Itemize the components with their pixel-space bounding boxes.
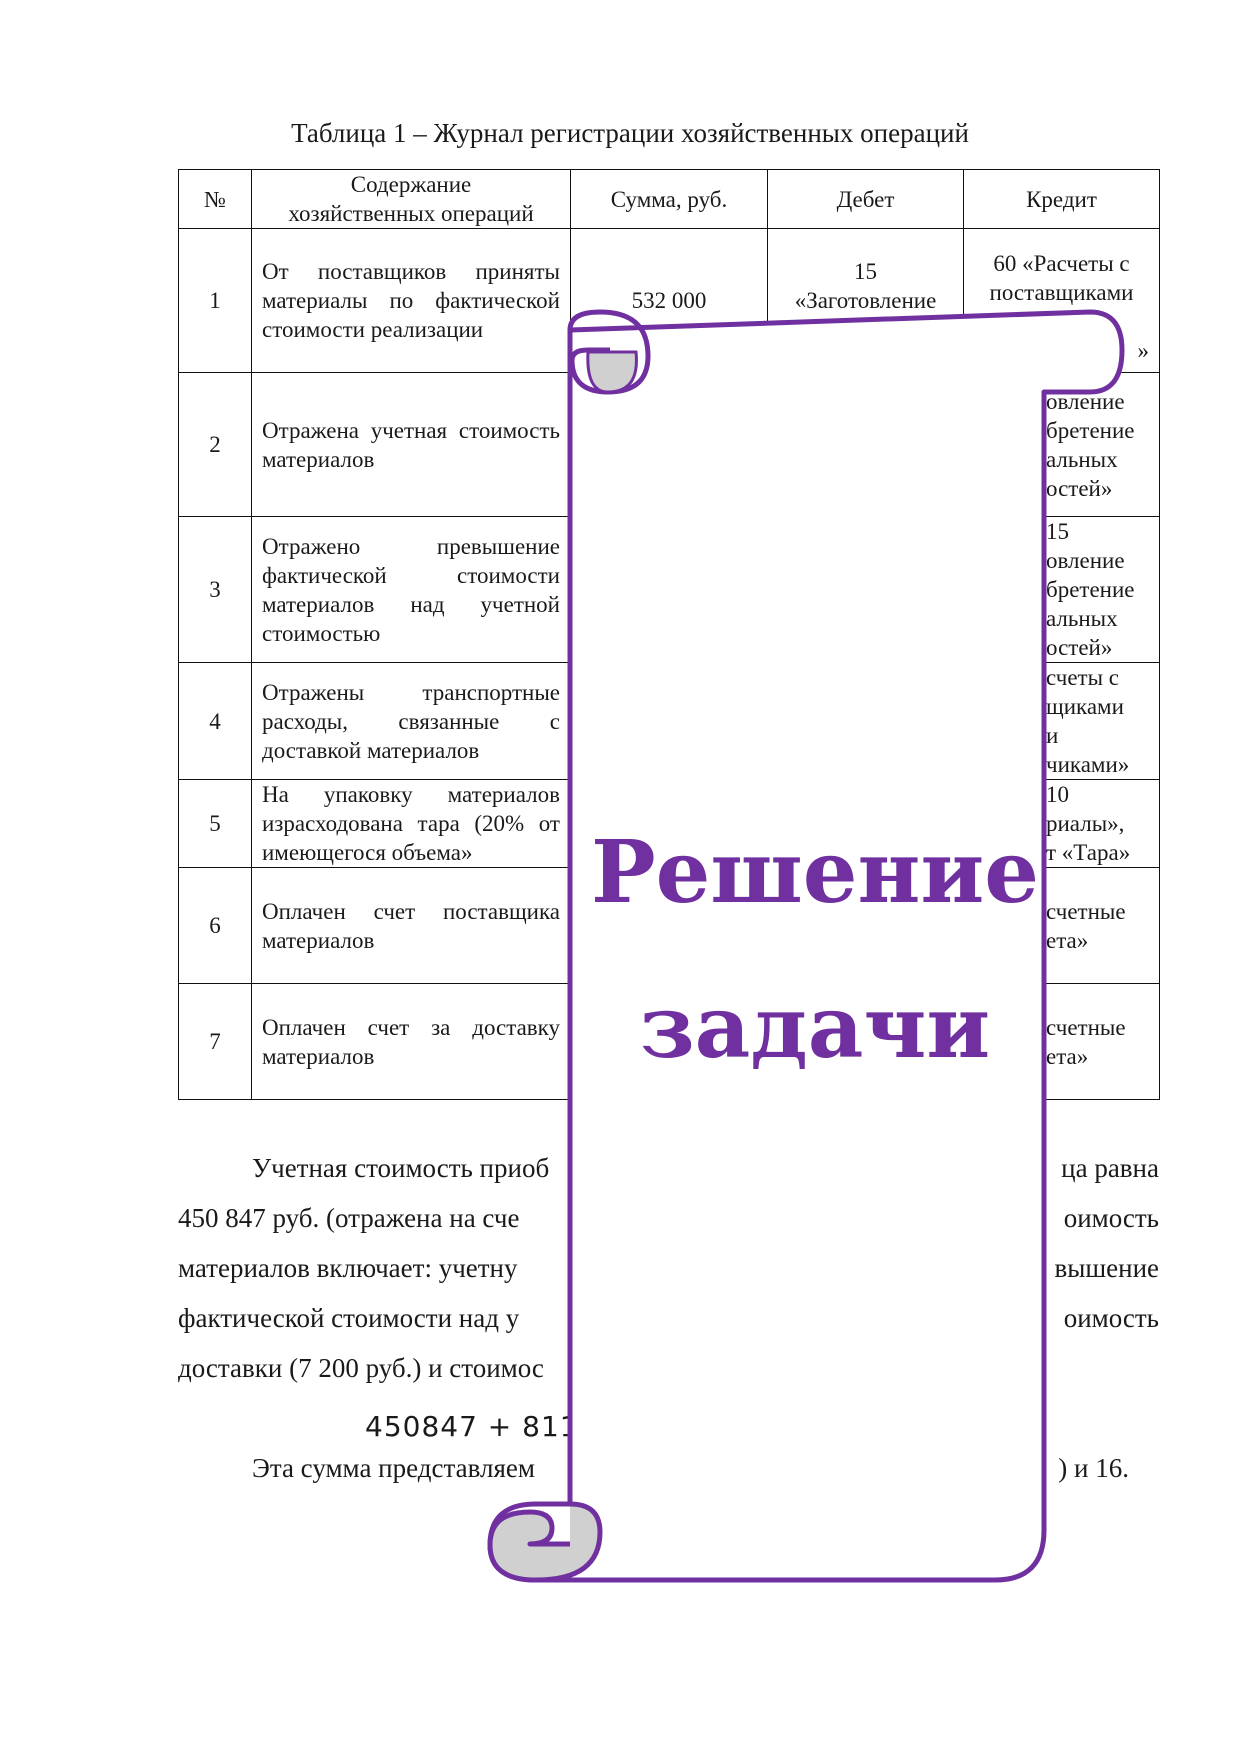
row-credit-line: остей»	[1046, 475, 1113, 501]
header-content-line1: Содержание	[350, 172, 472, 197]
scroll-body	[487, 309, 1125, 1583]
header-credit: Кредит	[963, 169, 1160, 229]
row-debit-line: 15	[854, 259, 877, 284]
paragraph-line-right: оимость	[1063, 1303, 1159, 1333]
row-credit-line: счеты с	[1046, 665, 1119, 690]
row-credit-line: альных	[1046, 606, 1118, 631]
row-number: 1	[178, 228, 252, 373]
row-credit-line: бретение	[1046, 417, 1135, 443]
table-row: 3 Отражено превышение фактической стоимо…	[178, 516, 1160, 663]
paragraph-line-left: Учетная стоимость приоб	[252, 1153, 550, 1183]
row-credit-line: 60 «Расчеты с	[993, 250, 1130, 276]
scroll-bottom-curl	[487, 1501, 603, 1583]
row-credit-line: овление	[1046, 548, 1125, 573]
scroll-top-curl-shade	[586, 350, 638, 394]
paragraph-line-left: фактической стоимости над у	[178, 1303, 520, 1333]
row-credit-line: счетные	[1046, 1014, 1126, 1040]
paragraph-line-right: оимость	[1063, 1203, 1159, 1233]
header-number: №	[178, 169, 252, 229]
row-credit-line: 10	[1046, 782, 1069, 807]
overlay-title-line1: Решение	[591, 822, 1039, 923]
row-content: Оплачен счет поставщика материалов	[251, 867, 571, 984]
row-content: Оплачен счет за доставку материалов	[251, 983, 571, 1100]
row-credit-line: счетные	[1046, 898, 1126, 924]
header-debit: Дебет	[767, 169, 964, 229]
row-debit-line: «Заготовление	[794, 288, 937, 313]
table-row: 1 От поставщиков приняты материалы по фа…	[178, 228, 1160, 373]
row-credit-line: риалы»,	[1046, 811, 1125, 836]
row-credit-line: чиками»	[1046, 752, 1130, 777]
row-credit-line: альных	[1046, 446, 1118, 472]
row-credit-line: щиками	[1046, 694, 1124, 719]
paragraph-line-right: вышение	[1054, 1253, 1159, 1283]
row-number: 5	[178, 779, 252, 868]
header-content: Содержание хозяйственных операций	[251, 169, 571, 229]
header-amount: Сумма, руб.	[570, 169, 768, 229]
row-credit-line: »	[1137, 337, 1150, 363]
row-number: 6	[178, 867, 252, 984]
row-number: 2	[178, 372, 252, 517]
row-credit-line: остей»	[1046, 635, 1113, 660]
paragraph-line-left: доставки (7 200 руб.) и стоимос	[178, 1353, 544, 1383]
paragraph-line-left: 450 847 руб. (отражена на сче	[178, 1203, 520, 1233]
row-credit-line: ета»	[1046, 927, 1089, 953]
closing-line-left: Эта сумма представляем	[252, 1453, 535, 1483]
row-credit-line: ета»	[1046, 1043, 1089, 1069]
row-credit-line: бретение	[1046, 577, 1135, 602]
row-number: 7	[178, 983, 252, 1100]
paragraph-line-left: материалов включает: учетну	[178, 1253, 518, 1283]
closing-line-right: ) и 16.	[1058, 1453, 1129, 1483]
paragraph-line-right: ца равна	[1061, 1153, 1159, 1183]
row-credit-line: 15	[1046, 519, 1069, 544]
scroll-graphic	[487, 309, 1125, 1583]
overlay-title-line2: задачи	[639, 977, 991, 1078]
row-content: Отражено превышение фактической стоимост…	[251, 516, 571, 663]
header-content-line2: хозяйственных операций	[288, 201, 534, 226]
row-number: 3	[178, 516, 252, 663]
row-credit-line: т «Тара»	[1046, 840, 1131, 865]
row-credit-line: поставщиками	[989, 279, 1134, 305]
table-header-row: № Содержание хозяйственных операций Сумм…	[178, 169, 1160, 229]
row-content: Отражены транспортные расходы, связанные…	[251, 662, 571, 780]
row-content: На упаковку материалов израсходована тар…	[251, 779, 571, 868]
row-credit-line: и	[1046, 723, 1059, 748]
table-caption: Таблица 1 – Журнал регистрации хозяйстве…	[291, 118, 969, 148]
